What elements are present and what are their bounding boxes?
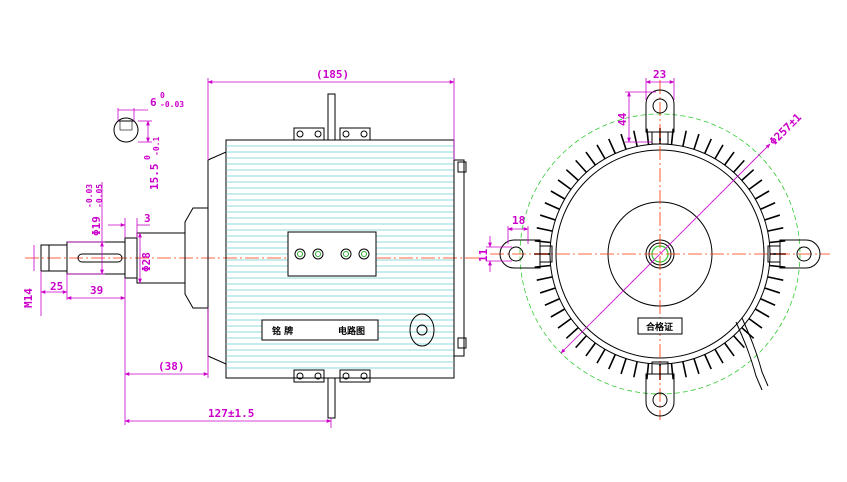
key-height-dim: 15.5 xyxy=(148,164,161,191)
radial-fin xyxy=(544,298,560,306)
shaft-diameter-dim: Φ19 xyxy=(90,216,103,236)
certificate-label: 合格证 xyxy=(646,321,673,333)
shaft-diameter-tol-lower: -0.05 xyxy=(95,184,104,208)
key-width-dim: 6 xyxy=(150,96,157,109)
mount-distance-dim: 127±1.5 xyxy=(208,407,254,420)
top-mount-bracket xyxy=(327,93,336,141)
lug-width-dim: 23 xyxy=(653,68,666,81)
radial-fin xyxy=(714,144,724,160)
radial-fin xyxy=(767,276,784,281)
radial-fin xyxy=(550,308,566,318)
front-view: 合格证 23 44 Φ257±1 18 xyxy=(477,68,830,420)
radial-fin xyxy=(585,342,596,357)
key-width-tol-upper: 0 xyxy=(160,91,165,100)
side-lug-height-dim: 11 xyxy=(477,248,490,262)
cooling-fins xyxy=(226,145,454,369)
keyway xyxy=(77,253,123,263)
lug-height-dim: 44 xyxy=(616,112,629,126)
radial-fin xyxy=(575,335,587,349)
circuit-diagram-label: 电路图 xyxy=(338,325,365,337)
radial-fin xyxy=(646,363,650,380)
radial-fin xyxy=(585,151,596,166)
radial-fin xyxy=(748,179,763,190)
radial-fin xyxy=(724,151,735,166)
radial-fin xyxy=(764,214,781,221)
cable-gland xyxy=(409,313,435,347)
radial-fin xyxy=(682,361,687,378)
radial-fin xyxy=(608,354,616,370)
radial-fin xyxy=(760,202,776,210)
flange-offset-dim: (38) xyxy=(158,360,185,373)
nameplate-label: 铭 牌 xyxy=(272,325,293,337)
side-view: 铭 牌 电路图 (185) 6 0 -0.03 xyxy=(22,68,480,428)
radial-fin xyxy=(536,276,553,281)
shaft-diameter-tol-upper: -0.03 xyxy=(85,184,94,208)
radial-fin xyxy=(767,227,784,232)
shaft-length-dim: 39 xyxy=(90,284,103,297)
key-width-tol-lower: -0.03 xyxy=(160,100,184,109)
radial-fin xyxy=(754,308,770,318)
side-dimensions: (185) 6 0 -0.03 15.5 0 -0.1 Φ19 -0.03 - xyxy=(22,68,455,428)
radial-fin xyxy=(748,318,763,329)
radial-fin xyxy=(557,318,572,329)
radial-fin xyxy=(741,327,755,339)
side-lug-width-dim: 18 xyxy=(512,214,525,227)
radial-fin xyxy=(693,358,700,375)
radial-fin xyxy=(733,159,745,173)
overall-length-dim: (185) xyxy=(316,68,349,81)
radial-fin xyxy=(550,190,566,200)
radial-fin xyxy=(575,159,587,173)
terminal-plate xyxy=(287,231,377,277)
front-dimensions: 23 44 Φ257±1 18 11 xyxy=(477,68,805,354)
radial-fin xyxy=(539,214,556,221)
shaft-section xyxy=(113,117,139,143)
bottom-lug xyxy=(645,361,675,417)
step-length-dim: 3 xyxy=(144,212,151,225)
radial-fin xyxy=(596,144,606,160)
rear-end-cap xyxy=(453,159,465,357)
radial-fin xyxy=(724,342,735,357)
radial-fin xyxy=(544,202,560,210)
left-lug xyxy=(499,239,553,269)
radial-fin xyxy=(596,348,606,364)
nameplate xyxy=(261,319,379,341)
thread-length-dim: 25 xyxy=(50,280,63,293)
radial-fin xyxy=(769,240,786,244)
key-height-tol-lower: -0.1 xyxy=(152,137,161,156)
radial-fin xyxy=(620,358,627,375)
radial-fin xyxy=(534,240,551,244)
thread-dim: M14 xyxy=(22,288,35,308)
bolt-circle-dim: Φ257±1 xyxy=(767,111,805,149)
radial-fin xyxy=(633,130,638,147)
radial-fin xyxy=(608,138,616,154)
radial-fin xyxy=(670,363,674,380)
radial-fin xyxy=(760,298,776,306)
radial-fin xyxy=(633,361,638,378)
cable xyxy=(741,317,769,387)
radial-fin xyxy=(565,169,579,181)
key-height-tol-upper: 0 xyxy=(143,155,152,160)
bottom-mount-bracket xyxy=(327,377,336,419)
radial-fin xyxy=(741,169,755,181)
radial-fin xyxy=(539,287,556,294)
radial-fin xyxy=(769,264,786,268)
boss-diameter-dim: Φ28 xyxy=(140,252,153,272)
radial-fin xyxy=(754,190,770,200)
radial-fin xyxy=(714,348,724,364)
radial-fin xyxy=(536,227,553,232)
radial-fin xyxy=(693,133,700,150)
radial-fin xyxy=(682,130,687,147)
motor-housing: 铭 牌 电路图 xyxy=(207,93,467,419)
radial-fin xyxy=(565,327,579,339)
radial-fin xyxy=(557,179,572,190)
radial-fin xyxy=(704,354,712,370)
radial-fin xyxy=(704,138,712,154)
radial-fin xyxy=(764,287,781,294)
radial-fin xyxy=(534,264,551,268)
radial-fin xyxy=(670,128,674,145)
